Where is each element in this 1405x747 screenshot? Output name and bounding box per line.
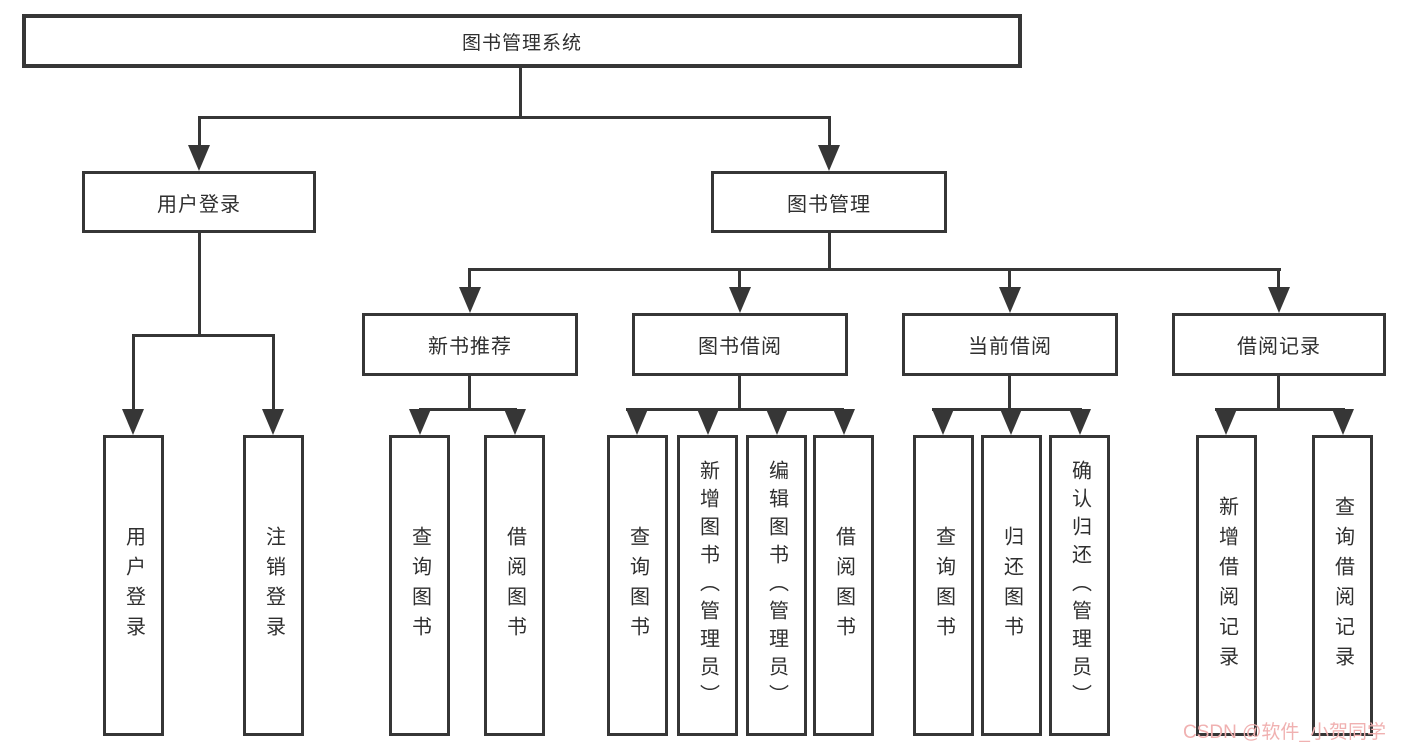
connector-records-drop — [1277, 374, 1280, 411]
connector-userlogin-stub — [198, 116, 201, 148]
arrow-down-icon — [818, 145, 840, 171]
leaf-label: 用户登录 — [122, 525, 145, 646]
node-label: 新书推荐 — [428, 336, 512, 358]
connector-leaf-stub — [132, 334, 135, 410]
connector-userlogin-drop — [198, 231, 201, 337]
leaf-label: 查询借阅记录 — [1331, 495, 1354, 676]
connector-userlogin-rail — [132, 334, 275, 337]
leaf-logout: 注销登录 — [243, 435, 304, 736]
arrow-down-icon — [459, 287, 481, 313]
arrow-down-icon — [1000, 409, 1022, 435]
leaf-confirm-return-admin: 确认归还（管理员） — [1049, 435, 1110, 736]
leaf-label: 新增图书（管理员） — [696, 459, 719, 712]
arrow-down-icon — [188, 145, 210, 171]
leaf-label: 查询图书 — [932, 525, 955, 646]
node-label: 图书管理系统 — [461, 32, 582, 54]
arrow-down-icon — [1268, 287, 1290, 313]
leaf-add-borrow-record: 新增借阅记录 — [1196, 435, 1257, 736]
connector-level3-stub — [738, 268, 741, 290]
node-current-borrow: 当前借阅 — [902, 313, 1118, 376]
leaf-label: 借阅图书 — [503, 525, 526, 646]
arrow-down-icon — [626, 409, 648, 435]
connector-level3-stub — [1008, 268, 1011, 290]
node-user-login: 用户登录 — [82, 171, 316, 233]
connector-currentborrow-drop — [1008, 374, 1011, 411]
node-label: 当前借阅 — [968, 336, 1052, 358]
node-label: 图书管理 — [787, 193, 871, 216]
leaf-borrow-books-borrow: 借阅图书 — [813, 435, 874, 736]
arrow-down-icon — [1332, 409, 1354, 435]
arrow-down-icon — [833, 409, 855, 435]
connector-level3-stub — [468, 268, 471, 290]
arrow-down-icon — [504, 409, 526, 435]
connector-bookmgmt-stub — [828, 116, 831, 148]
arrow-down-icon — [766, 409, 788, 435]
node-book-management: 图书管理 — [711, 171, 947, 233]
leaf-query-books-borrow: 查询图书 — [607, 435, 668, 736]
connector-level3-stub — [1277, 268, 1280, 290]
leaf-query-books-current: 查询图书 — [913, 435, 974, 736]
leaf-label: 编辑图书（管理员） — [765, 459, 788, 712]
leaf-label: 借阅图书 — [832, 525, 855, 646]
leaf-user-login: 用户登录 — [103, 435, 164, 736]
connector-level3-rail — [468, 268, 1281, 271]
arrow-down-icon — [729, 287, 751, 313]
leaf-label: 查询图书 — [408, 525, 431, 646]
leaf-edit-books-admin: 编辑图书（管理员） — [746, 435, 807, 736]
arrow-down-icon — [262, 409, 284, 435]
connector-leaf-stub — [272, 334, 275, 410]
node-borrow-records: 借阅记录 — [1172, 313, 1386, 376]
leaf-label: 归还图书 — [1000, 525, 1023, 646]
connector-newbooks-rail — [419, 408, 517, 411]
csdn-watermark: CSDN @软件_小贺同学 — [1183, 722, 1386, 743]
arrow-down-icon — [1215, 409, 1237, 435]
node-label: 图书借阅 — [698, 336, 782, 358]
connector-bookborrow-drop — [738, 374, 741, 411]
node-label: 用户登录 — [157, 193, 241, 216]
connector-level2-rail — [198, 116, 831, 119]
leaf-return-books: 归还图书 — [981, 435, 1042, 736]
arrow-down-icon — [697, 409, 719, 435]
leaf-query-borrow-record: 查询借阅记录 — [1312, 435, 1373, 736]
connector-root-drop — [519, 66, 522, 119]
arrow-down-icon — [999, 287, 1021, 313]
node-book-borrow: 图书借阅 — [632, 313, 848, 376]
arrow-down-icon — [1069, 409, 1091, 435]
leaf-label: 查询图书 — [626, 525, 649, 646]
connector-bookborrow-rail — [626, 408, 844, 411]
leaf-borrow-books-newbooks: 借阅图书 — [484, 435, 545, 736]
leaf-query-books-newbooks: 查询图书 — [389, 435, 450, 736]
node-root-system: 图书管理系统 — [22, 14, 1022, 68]
leaf-label: 注销登录 — [262, 525, 285, 646]
arrow-down-icon — [932, 409, 954, 435]
leaf-add-books-admin: 新增图书（管理员） — [677, 435, 738, 736]
leaf-label: 确认归还（管理员） — [1068, 459, 1091, 712]
arrow-down-icon — [409, 409, 431, 435]
node-label: 借阅记录 — [1237, 336, 1321, 358]
connector-newbooks-drop — [468, 374, 471, 411]
leaf-label: 新增借阅记录 — [1215, 495, 1238, 676]
node-new-book-recommend: 新书推荐 — [362, 313, 578, 376]
arrow-down-icon — [122, 409, 144, 435]
connector-bookmgmt-drop — [828, 231, 831, 271]
connector-records-rail — [1215, 408, 1345, 411]
